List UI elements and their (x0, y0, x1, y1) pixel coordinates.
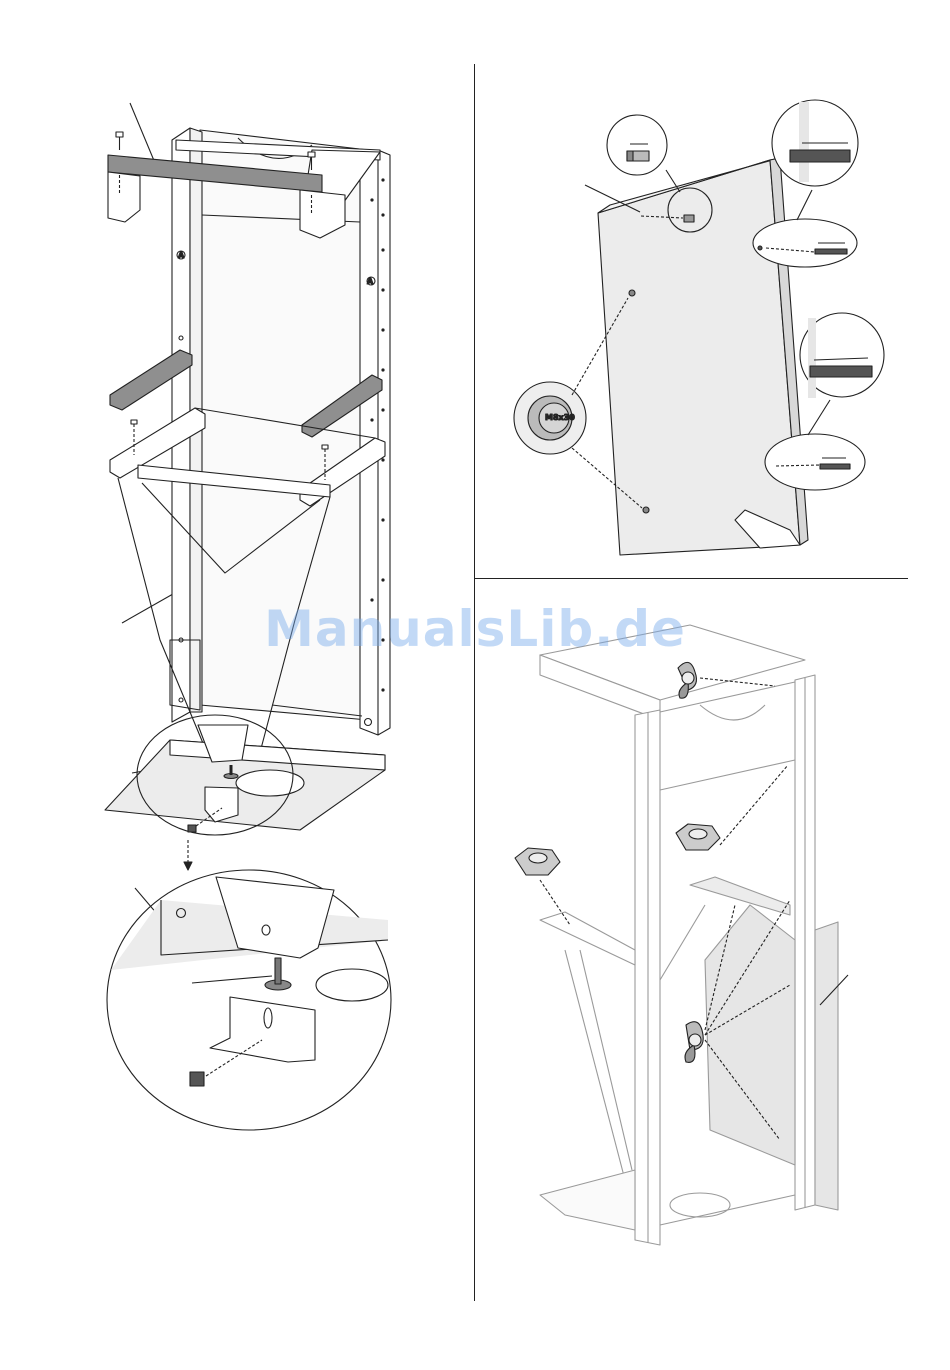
knob-marking: M8x30 (545, 413, 575, 422)
frame-fastening-figure (476, 580, 950, 1300)
base-plate-bottom (540, 1170, 795, 1230)
door-panel (598, 158, 808, 555)
front-left-upright (635, 710, 660, 1245)
vertical-divider (474, 64, 475, 1301)
front-right-upright (795, 675, 815, 1210)
hex-nut-right (676, 765, 788, 850)
detail-down-arrow (184, 840, 192, 870)
hopper-frame (540, 877, 795, 1180)
horizontal-divider (475, 578, 908, 579)
base-plate (105, 740, 385, 830)
frame-marker-right: A (367, 277, 374, 286)
frame-assembly-figure: A A (0, 0, 475, 1370)
door-panel-figure: M8x30 (476, 60, 950, 580)
side-door-panel (815, 922, 838, 1210)
top-frame (540, 625, 805, 720)
